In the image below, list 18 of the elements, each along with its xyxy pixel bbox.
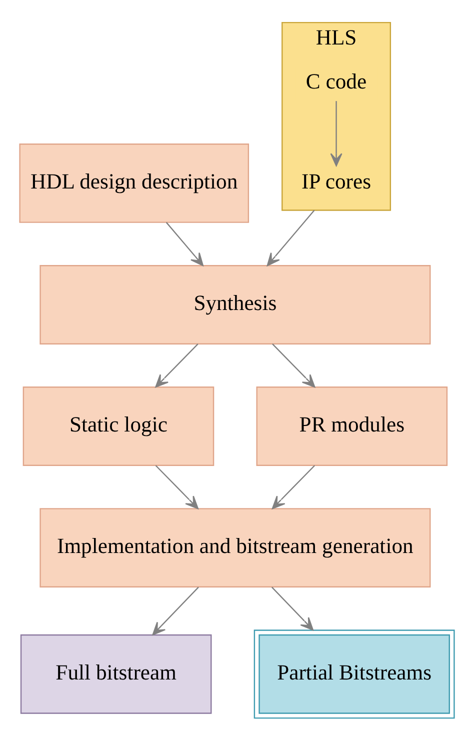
node-box: Full bitstream [20, 634, 212, 714]
arrow [272, 344, 316, 388]
arrow [266, 210, 315, 266]
node-box: HDL design description [19, 144, 250, 223]
node-text: IP cores [302, 170, 372, 194]
arrow [155, 344, 198, 388]
arrow [155, 465, 198, 510]
node-box: PR modules [256, 386, 448, 466]
node-box: Partial Bitstreams [254, 630, 455, 719]
arrow [330, 101, 342, 166]
node-text: C code [306, 70, 367, 94]
node-box: Synthesis [40, 265, 431, 344]
node-box: Static logic [22, 386, 214, 466]
node-box: Implementation and bitstream generation [40, 508, 431, 588]
arrow [271, 586, 314, 630]
arrow [152, 586, 199, 636]
arrow [272, 465, 316, 510]
arrow [166, 222, 204, 266]
